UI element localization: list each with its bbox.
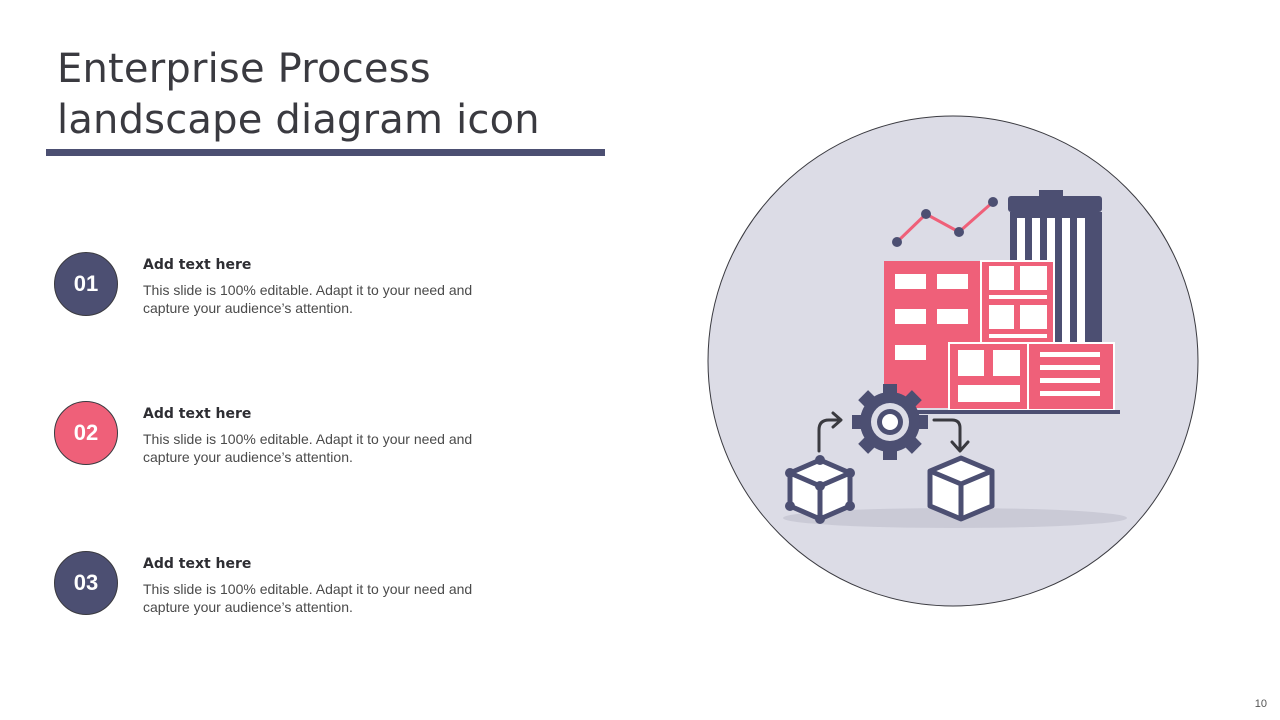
item-heading: Add text here	[143, 257, 252, 273]
item-body: This slide is 100% editable. Adapt it to…	[143, 282, 473, 316]
list-item-2: 02 Add text here This slide is 100% edit…	[54, 401, 514, 471]
item-heading: Add text here	[143, 406, 252, 422]
item-body: This slide is 100% editable. Adapt it to…	[143, 581, 473, 615]
number-badge: 03	[54, 551, 118, 615]
cube-icon	[785, 455, 855, 524]
page-number: 10	[1254, 698, 1267, 710]
list-item-1: 01 Add text here This slide is 100% edit…	[54, 252, 514, 322]
enterprise-process-illustration	[707, 115, 1199, 607]
gear-icon	[852, 384, 928, 460]
line-chart-icon	[892, 197, 998, 247]
title-underline	[46, 149, 605, 156]
number-badge: 02	[54, 401, 118, 465]
item-heading: Add text here	[143, 556, 252, 572]
number-badge: 01	[54, 252, 118, 316]
item-body: This slide is 100% editable. Adapt it to…	[143, 431, 473, 465]
list-item-3: 03 Add text here This slide is 100% edit…	[54, 551, 514, 621]
slide-title: Enterprise Process landscape diagram ico…	[57, 46, 540, 143]
office-building-icon	[884, 190, 1120, 414]
cube-icon	[927, 455, 995, 522]
arrow-icon	[817, 411, 970, 453]
